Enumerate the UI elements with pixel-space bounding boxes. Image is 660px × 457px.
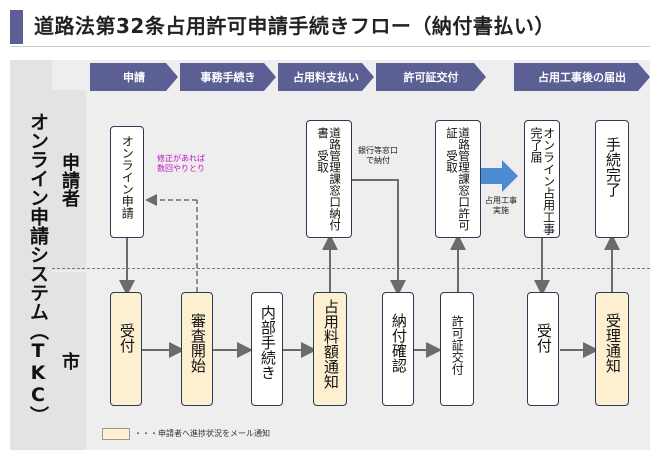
box-nofu-kakunin: 納付確認 — [382, 292, 414, 406]
note-bank-payment: 銀行等窓口 で納付 — [358, 146, 398, 165]
title-underline — [10, 46, 650, 47]
page-title: 道路法第32条占用許可申請手続きフロー（納付書払い） — [34, 14, 555, 38]
box-kyoka-uketori: 道路管理課窓口許可証 受取 — [435, 120, 481, 238]
stage-kyoka: 許可証交付 — [376, 63, 486, 91]
stage-shiharai: 占用料支払い — [278, 63, 374, 91]
legend-swatch — [102, 428, 130, 440]
stage-todoke: 占用工事後の届出 — [514, 63, 650, 91]
box-senyo-tsuchi: 占用料額通知 — [313, 292, 347, 406]
lane-city-label: 市 — [52, 272, 86, 450]
box-naibu-tetsuzuki: 内部手続き — [251, 292, 283, 406]
construction-arrow — [481, 160, 518, 192]
stage-jimu: 事務手続き — [180, 63, 276, 91]
arrow-bank-payment — [352, 179, 406, 296]
note-construction: 占用工事 実施 — [485, 196, 517, 215]
box-kanryo-todoke: オンライン占用工事完了届 — [524, 120, 560, 238]
box-kyoka-kofu: 許可証交付 — [440, 292, 474, 406]
box-uketsuke-2: 受付 — [527, 292, 559, 406]
box-online-apply: オンライン申請 — [110, 126, 144, 238]
box-juri-tsuchi: 受理通知 — [595, 292, 629, 406]
system-label: オンライン申請システム（TKC） — [27, 111, 49, 425]
legend-text: ・・・申請者へ進捗状況をメール通知 — [134, 429, 270, 438]
box-nofusho-uketori: 道路管理課窓口納付書 受取 — [306, 120, 352, 238]
stage-shinsei: 申請 — [90, 63, 178, 91]
title-bar: 道路法第32条占用許可申請手続きフロー（納付書払い） — [0, 0, 660, 48]
box-tetsuzuki-kanryo: 手続完了 — [595, 120, 629, 238]
box-uketsuke-1: 受付 — [110, 292, 142, 406]
title-accent — [10, 10, 23, 44]
lane-divider — [52, 268, 650, 269]
system-label-bg — [10, 60, 52, 450]
lane-applicant-label: 申請者 — [52, 90, 86, 270]
note-correction: 修正があれば 数回やりとり — [157, 154, 205, 173]
box-shinsa-kaishi: 審査開始 — [181, 292, 213, 406]
